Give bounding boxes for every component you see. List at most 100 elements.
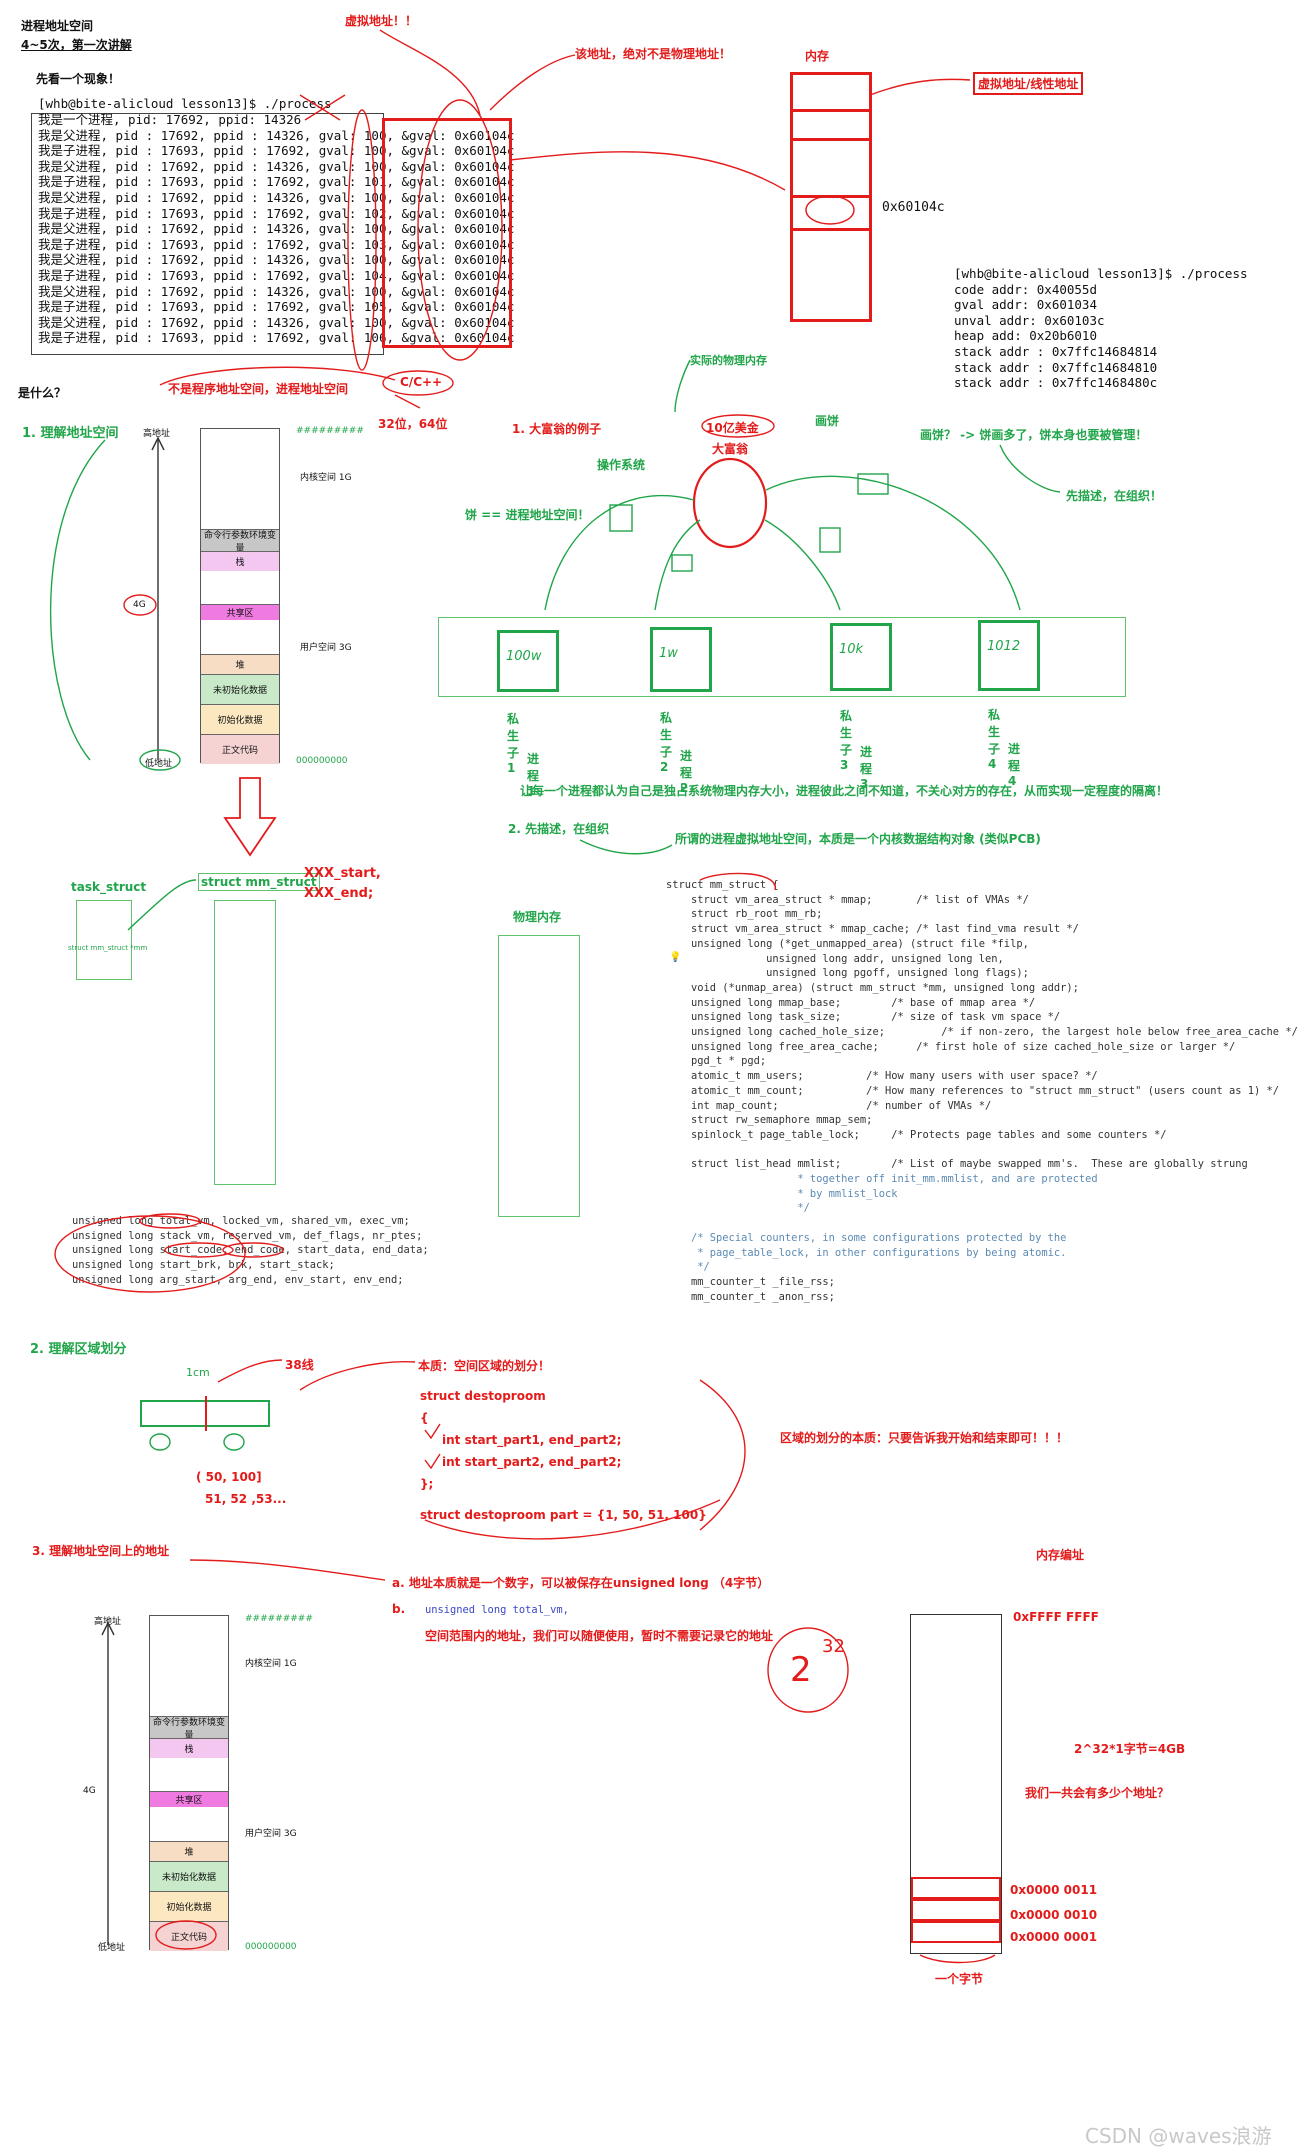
stool-right (223, 1433, 245, 1451)
hand-pow: 32 (822, 1636, 845, 1657)
process-label: 进程4 (1008, 742, 1021, 788)
not-program-space-note: 不是程序地址空间，进程地址空间 (168, 382, 349, 396)
code-line: struct rb_root mm_rb; (666, 908, 823, 921)
phenomenon-label: 先看一个现象！ (36, 72, 121, 86)
big-down-arrow (223, 777, 277, 857)
stool-left (149, 1433, 171, 1451)
region-brace (699, 1379, 746, 1531)
terminal2-line: stack addr : 0x7ffc14684810 (954, 359, 1158, 375)
text-segment-2: 正文代码 (150, 1921, 228, 1951)
child-name: 私生子4 (988, 708, 1001, 771)
arrow-essence (299, 1361, 416, 1391)
high-address-label: 高地址 (143, 429, 171, 439)
hash-marker: ######### (296, 426, 364, 436)
cake-square-3 (819, 527, 841, 553)
desk-middle-line (205, 1396, 207, 1431)
code-line: unsigned long total_vm, locked_vm, share… (72, 1215, 410, 1227)
child-amount: 1012 (987, 639, 1021, 654)
code-line: atomic_t mm_users; /* How many users wit… (666, 1070, 1098, 1083)
code-line: struct rw_semaphore mmap_sem; (666, 1114, 873, 1127)
terminal2-line: stack addr : 0x7ffc1468480c (954, 375, 1158, 391)
virtual-address-note: 虚拟地址！！ (345, 14, 418, 28)
code-line: * by mmlist_lock (666, 1187, 898, 1200)
kernel-struct-note: 所谓的进程虚拟地址空间，本质是一个内核数据结构对象 (类似PCB) (675, 832, 1041, 846)
arrow-virtual (379, 29, 481, 116)
rich-example-label: 1. 大富翁的例子 (512, 422, 602, 436)
code-line: spinlock_t page_table_lock; /* Protects … (666, 1128, 1167, 1141)
terminal-line: 我是一个进程, pid: 17692, ppid: 14326 (38, 112, 302, 127)
code-line: unsigned long free_area_cache; /* first … (666, 1040, 1236, 1053)
page-subtitle: 4~5次，第一次讲解 (21, 38, 132, 52)
code-line: struct vm_area_struct * mmap; /* list of… (666, 893, 1029, 906)
page-title: 进程地址空间 (21, 19, 94, 33)
mem-numbering-label: 内存编址 (1036, 1548, 1085, 1562)
code-line: unsigned long pgoff, unsigned long flags… (666, 967, 1029, 980)
child-box: 1012 (978, 620, 1040, 691)
terminal2-line: stack addr : 0x7ffc14684814 (954, 343, 1158, 359)
ffff-label: 0xFFFF FFFF (1013, 1610, 1099, 1624)
mm-struct-label: struct mm_struct (198, 873, 320, 891)
describe-organize-heading: 2. 先描述，在组织 (508, 822, 610, 836)
low-address-label: 低地址 (145, 759, 173, 769)
cake-square-2 (671, 554, 693, 572)
understand-space-heading: 1. 理解地址空间 (22, 426, 119, 441)
section3-heading: 3. 理解地址空间上的地址 (32, 1544, 170, 1558)
green-curve-real (674, 359, 691, 413)
code-line: unsigned long start_brk, brk, start_stac… (72, 1259, 335, 1272)
arrow-describe (579, 839, 673, 855)
phys-mem-label: 物理内存 (513, 910, 562, 924)
code-line: unsigned long stack_vm, reserved_vm, def… (72, 1229, 423, 1242)
arc-left-2 (654, 519, 701, 611)
essence-note: 本质：空间区域的划分！ (418, 1359, 551, 1373)
hand-1cm: 1cm (186, 1366, 210, 1379)
child-amount: 100w (506, 649, 542, 664)
addr-b-label: b. (392, 1602, 406, 1616)
code-line: void (*unmap_area) (struct mm_struct *mm… (666, 981, 1079, 994)
child-box: 10k (830, 623, 892, 691)
how-many-note: 我们一共会有多少个地址？ (1025, 1786, 1170, 1800)
code-line (666, 1143, 1298, 1158)
low-address-label-2: 低地址 (98, 1943, 126, 1953)
region-heading: 2. 理解区域划分 (30, 1342, 127, 1357)
terminal2-line: unval addr: 0x60103c (954, 312, 1105, 328)
kernel-space-label: 内核空间 1G (300, 473, 352, 483)
code-line: atomic_t mm_count; /* How many reference… (666, 1084, 1280, 1097)
terminal2-line: [whb@bite-alicloud lesson13]$ ./process (954, 266, 1248, 281)
hand-two: 2 (790, 1650, 812, 1690)
memory-label: 内存 (805, 49, 830, 63)
struct-def-line: struct destoproom (420, 1389, 546, 1403)
code-line: unsigned long arg_start, arg_end, env_st… (72, 1273, 404, 1286)
os-label: 操作系统 (597, 458, 646, 472)
bracket-bytes (919, 1954, 996, 1964)
mem-row-11 (911, 1877, 1001, 1899)
virtual-linear-box: 虚拟地址/线性地址 (973, 72, 1084, 95)
addr-11-label: 0x0000 0011 (1010, 1883, 1098, 1897)
stack-segment-2: 栈 (150, 1738, 228, 1758)
zeros-marker: 000000000 (296, 756, 348, 766)
range2-label: 51, 52 ,53... (205, 1492, 287, 1506)
calc-note: 2^32*1字节=4GB (1074, 1742, 1186, 1756)
uninit-data-segment: 未初始化数据 (201, 674, 279, 704)
code-line: struct list_head mmlist; /* List of mayb… (666, 1158, 1248, 1171)
address-space-diagram-2: 命令行参数环境变量 栈 共享区 堆 未初始化数据 初始化数据 正文代码 (149, 1615, 229, 1951)
mem-row-10 (911, 1899, 1001, 1921)
init-data-segment-2: 初始化数据 (150, 1891, 228, 1921)
heap-segment-2: 堆 (150, 1841, 228, 1861)
code-line: mm_counter_t _anon_rss; (666, 1290, 835, 1303)
addr-b-code: unsigned long total_vm, (425, 1604, 569, 1616)
child-name: 私生子2 (660, 711, 673, 774)
billion-label: 10亿美金 (706, 421, 759, 435)
four-gb-label-2: 4G (83, 1786, 96, 1796)
task-struct-label: task_struct (71, 880, 147, 894)
region-essence-note: 区域的划分的本质：只要告诉我开始和结束即可！！！ (780, 1431, 1069, 1445)
terminal2-line: code addr: 0x40055d (954, 281, 1097, 297)
env-segment-2: 命令行参数环境变量 (150, 1716, 228, 1741)
four-gb-label: 4G (133, 600, 146, 610)
address-highlight-box (382, 118, 512, 348)
code-line: /* Special counters, in some configurati… (666, 1231, 1067, 1244)
code-line: int map_count; /* number of VMAs */ (666, 1099, 992, 1112)
high-address-label-2: 高地址 (94, 1617, 122, 1627)
desk-bar (140, 1396, 270, 1431)
child-name: 私生子3 (840, 709, 853, 772)
